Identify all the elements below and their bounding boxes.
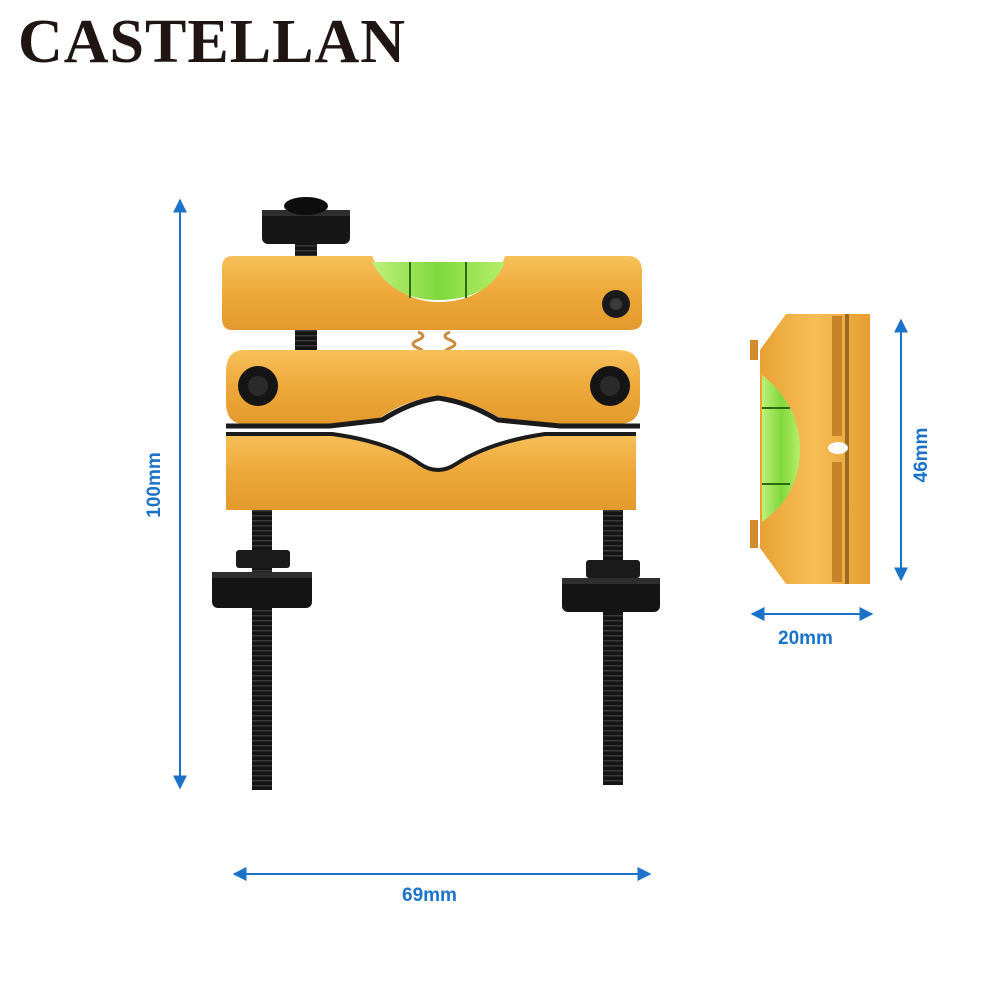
leveler-side-view-icon: [750, 314, 870, 584]
brand-logo: CASTELLAN: [18, 8, 406, 76]
width-side-label: 20mm: [778, 628, 833, 649]
width-main-label: 69mm: [402, 885, 457, 906]
leveler-clamp-front-icon: [212, 197, 660, 790]
height-side-label: 46mm: [911, 427, 932, 483]
dimension-lines: [173, 198, 908, 881]
height-main-label: 100mm: [144, 452, 165, 518]
